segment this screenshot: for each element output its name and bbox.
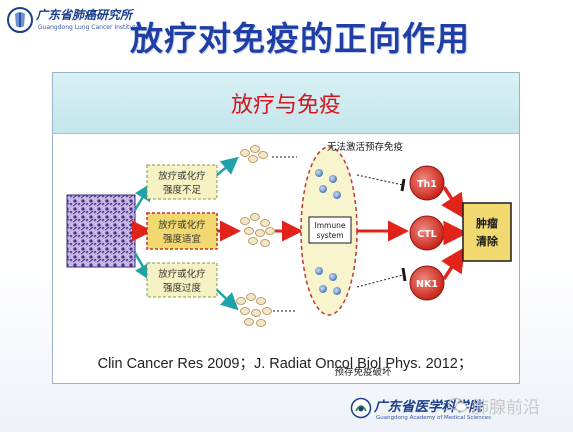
treatment-box-appropriate: 放疗或化疗 强度适宜: [146, 212, 218, 250]
box3-line2: 强度过度: [163, 282, 202, 294]
cell-ctl: CTL: [409, 215, 445, 251]
tumor-tissue-image: [66, 194, 136, 268]
treatment-box-excessive: 放疗或化疗 强度过度: [146, 262, 218, 298]
cell-ctl-label: CTL: [417, 229, 437, 240]
citation: Clin Cancer Res 2009；J. Radiat Oncol Bio…: [97, 356, 473, 372]
tumor-clearance-box: 肿瘤 清除: [462, 202, 512, 262]
wechat-icon: [448, 397, 468, 412]
institute-logo: 广东省肺癌研究所 Guangdong Lung Cancer Institute: [6, 4, 142, 38]
cell-nk1-label: NK1: [416, 279, 438, 290]
target-line1: 肿瘤: [476, 216, 498, 230]
treatment-box-insufficient: 放疗或化疗 强度不足: [146, 164, 218, 200]
box2-line1: 放疗或化疗: [158, 219, 206, 231]
caption-no-activation: 无法激活预存免疫: [327, 141, 404, 153]
institute-emblem-icon: [7, 7, 33, 33]
academy-name-en: Guangdong Academy of Medical Sciences: [376, 415, 492, 421]
box1-line2: 强度不足: [163, 184, 202, 196]
academy-emblem-icon: [350, 397, 372, 419]
content-frame: 放疗与免疫: [52, 72, 520, 384]
institute-name: 广东省肺癌研究所: [36, 8, 133, 22]
academy-name: 广东省医学科学院: [374, 399, 482, 415]
box1-line1: 放疗或化疗: [158, 170, 206, 182]
immune-label-line1: Immune: [315, 221, 346, 230]
header-bar: 放疗与免疫: [53, 73, 519, 134]
cell-nk1: NK1: [409, 265, 445, 301]
institute-name-en: Guangdong Lung Cancer Institute: [38, 24, 140, 31]
immune-label-line2: system: [316, 231, 343, 240]
watermark-text: 肺腺前沿: [448, 393, 568, 419]
box3-line1: 放疗或化疗: [158, 268, 206, 280]
watermark-label: 肺腺前沿: [472, 398, 540, 418]
radiotherapy-immunity-diagram: 放疗或化疗 强度不足 放疗或化疗 强度适宜 放疗或化疗 强度过度: [66, 141, 512, 378]
immune-system-oval: Immune system: [300, 146, 358, 316]
cell-th1: Th1: [409, 165, 445, 201]
cell-th1-label: Th1: [417, 179, 437, 190]
header-text: 放疗与免疫: [230, 93, 341, 118]
caption-immune-destroyed: 预存免疫破坏: [334, 366, 392, 378]
target-line2: 清除: [476, 234, 499, 248]
antigen-cluster-middle: [240, 213, 275, 247]
box2-line2: 强度适宜: [163, 233, 201, 245]
antigen-cluster-bottom: [236, 293, 272, 327]
slide-title: 放疗对免疫的正向作用: [130, 19, 470, 58]
academy-logo: 广东省医学科学院 Guangdong Academy of Medical Sc…: [350, 393, 570, 429]
antigen-cluster-top: [240, 145, 268, 163]
